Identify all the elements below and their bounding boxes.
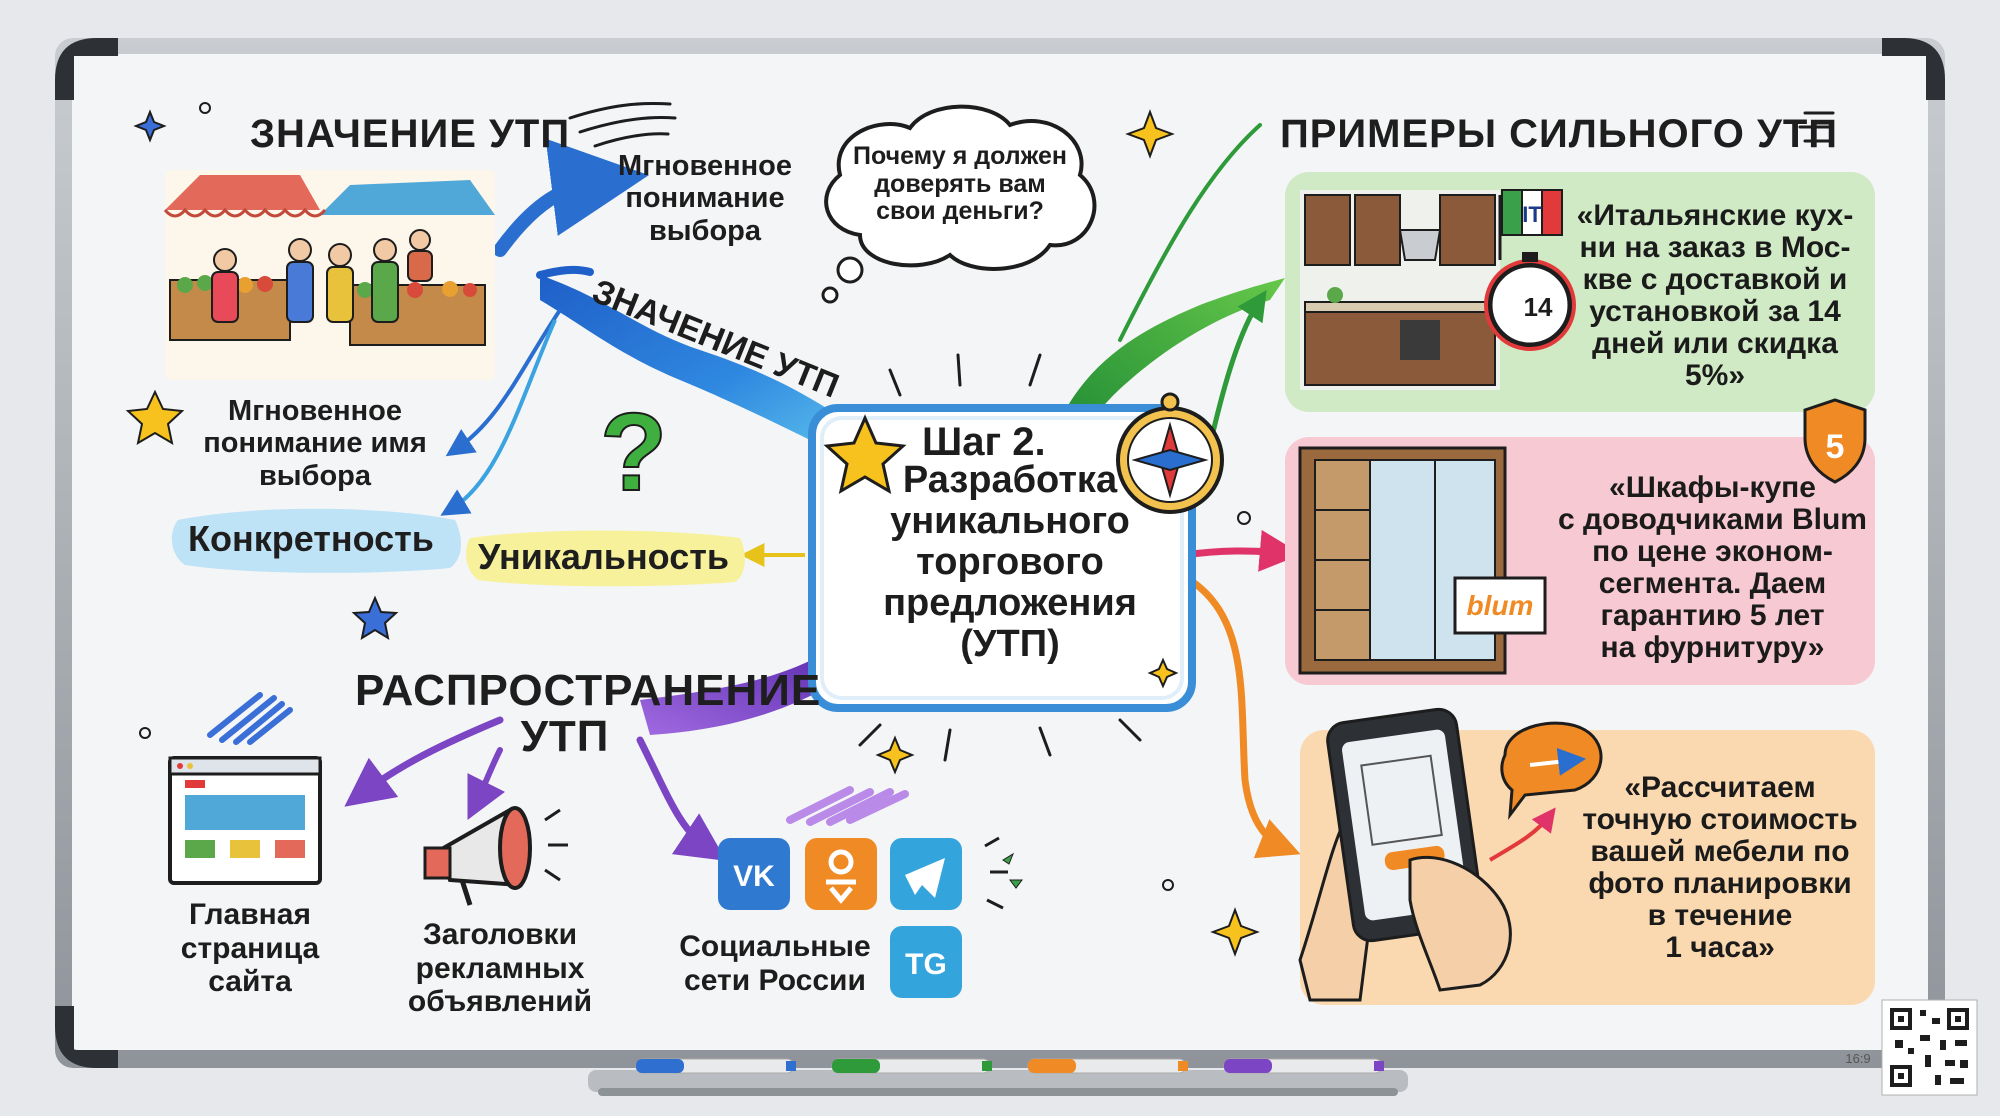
center-line3: уникального: [890, 500, 1130, 543]
aspect-ratio: 16:9: [1845, 1051, 1870, 1066]
heading-spread-line1: РАСПРОСТРАНЕНИЕ: [355, 666, 822, 715]
heading-value: ЗНАЧЕНИЕ УТП: [250, 112, 571, 156]
label-social: Социальные сети России: [679, 930, 871, 997]
market-illustration: [163, 170, 495, 380]
arrow-social: [636, 736, 727, 861]
ribbon-spread: [640, 650, 840, 735]
markers[interactable]: [635, 1058, 1384, 1074]
example-text-2: «Шкафы-купе с доводчиками Blum по цене э…: [1558, 471, 1867, 665]
arrow-example-1: [1207, 290, 1267, 446]
arrow-instant-choice: [493, 138, 649, 257]
social-icons: [718, 836, 1023, 998]
vk-icon: [718, 838, 790, 910]
qr-code-icon[interactable]: [1881, 999, 1978, 1096]
question-mark-icon: ?: [600, 391, 667, 514]
arrow-ads: [467, 747, 506, 821]
star-icon: [351, 595, 399, 641]
sparkle-icons: [133, 109, 1260, 957]
compass-icon: [1116, 392, 1224, 514]
kitchen-illustration: [1300, 190, 1500, 390]
label-instant-name: Мгновенное понимание имя выбора: [203, 395, 427, 492]
label-homepage: Главная страница сайта: [180, 898, 320, 999]
heading-spread: РАСПРОСТРАНЕНИЕ УТП: [355, 666, 822, 762]
ribbon-value: [540, 275, 845, 455]
marker-tray: [588, 1070, 1408, 1092]
star-icon: [125, 389, 185, 446]
example-text-1: «Итальянские кух- ни на заказ в Мос- кве…: [1576, 199, 1854, 393]
burst-lines: [858, 353, 1142, 762]
pill-uniqueness: Уникальность: [478, 536, 729, 577]
purple-scribble: [786, 786, 909, 826]
tg-icon: [890, 926, 962, 998]
arrow-concreteness: [440, 319, 557, 516]
thought-text: Почему я должен доверять вам свои деньги…: [852, 142, 1068, 225]
blue-scribble: [207, 692, 293, 745]
italian-flag-icon: [1498, 189, 1563, 260]
speed-lines: [568, 101, 1835, 148]
center-line5: предложения: [883, 582, 1137, 625]
example-text-3: «Рассчитаем точную стоимость вашей мебел…: [1582, 771, 1858, 965]
vk-label: VK: [733, 860, 775, 893]
arrow-example-3: [1186, 576, 1301, 859]
wardrobe-illustration: [1298, 446, 1507, 675]
speech-bubble-icon: [1500, 721, 1603, 821]
stopwatch-icon: [1484, 252, 1576, 351]
center-line4: торгового: [916, 541, 1104, 584]
label-instant-choice: Мгновенное понимание выбора: [618, 150, 792, 247]
thought-bubble: [821, 104, 1097, 304]
heading-spread-line2: УТП: [520, 712, 610, 762]
shield-years: 5: [1826, 428, 1845, 466]
center-title: Разработка уникального торгового предлож…: [860, 459, 1160, 666]
center-title-step: Шаг 2.: [922, 420, 1046, 464]
star-icon: [823, 414, 907, 495]
pill-uniqueness-bg: [466, 530, 745, 587]
pill-concreteness-bg: [171, 508, 462, 573]
browser-window-icon: [168, 756, 322, 885]
blum-badge: [1453, 576, 1547, 635]
arrow-homepage: [344, 716, 504, 807]
shield-icon: [1803, 398, 1867, 484]
center-card: [808, 404, 1196, 712]
brand-blum: blum: [1467, 590, 1534, 621]
pill-concreteness: Конкретность: [188, 518, 434, 559]
megaphone-icon: [423, 806, 568, 906]
heading-examples: ПРИМЕРЫ СИЛЬНОГО УТП: [1280, 112, 1839, 156]
timer-days: 14: [1524, 292, 1553, 322]
center-line6: (УТП): [960, 623, 1060, 666]
decor-circles: [139, 102, 1251, 891]
phone-illustration: [1298, 707, 1512, 1002]
label-ad-headlines: Заголовки рекламных объявлений: [407, 918, 593, 1019]
arrow-example-2: [1181, 529, 1302, 572]
arrow-instant-name: [445, 308, 562, 457]
center-line2: Разработка: [902, 459, 1118, 501]
flag-code: IT: [1522, 202, 1542, 227]
tg-label: TG: [905, 948, 947, 981]
